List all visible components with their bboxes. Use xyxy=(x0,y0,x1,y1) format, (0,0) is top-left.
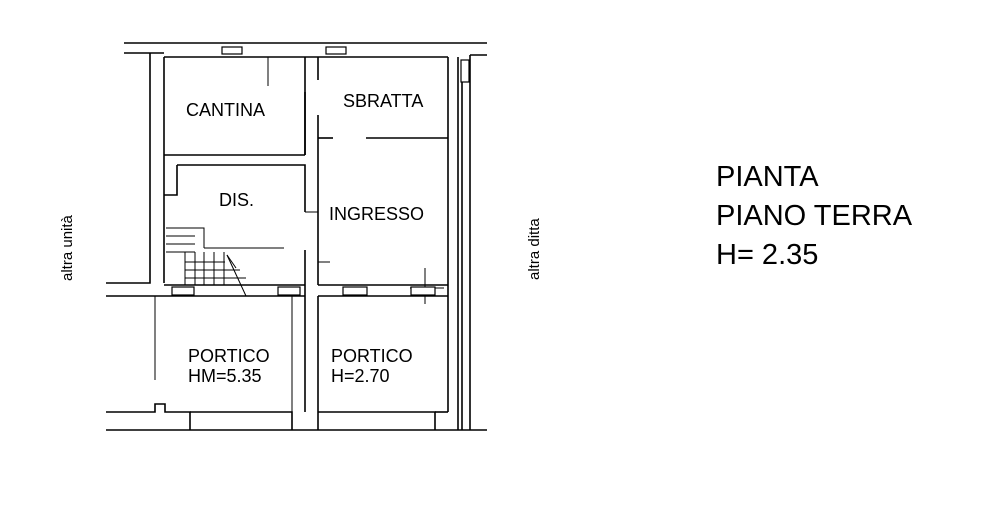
room-label-portico-left: PORTICO xyxy=(188,346,270,366)
room-label-dis: DIS. xyxy=(219,190,254,210)
side-label-right: altra ditta xyxy=(526,218,543,280)
room-label-portico-right: PORTICO xyxy=(331,346,413,366)
floor-plan-walls xyxy=(106,42,487,431)
plan-title-line-3: H= 2.35 xyxy=(716,239,819,271)
side-label-left: altra unità xyxy=(59,214,76,281)
plan-title-line-1: PIANTA xyxy=(716,161,819,193)
room-label-cantina: CANTINA xyxy=(186,100,265,120)
plan-title-line-2: PIANO TERRA xyxy=(716,200,913,232)
room-label-portico-left-height: HM=5.35 xyxy=(188,366,262,386)
floor-plan-windows xyxy=(171,46,470,296)
room-label-sbratta: SBRATTA xyxy=(343,91,423,111)
room-label-portico-right-height: H=2.70 xyxy=(331,366,390,386)
room-label-ingresso: INGRESSO xyxy=(329,204,424,224)
plan-title-block: PIANTA PIANO TERRA H= 2.35 xyxy=(716,158,912,275)
